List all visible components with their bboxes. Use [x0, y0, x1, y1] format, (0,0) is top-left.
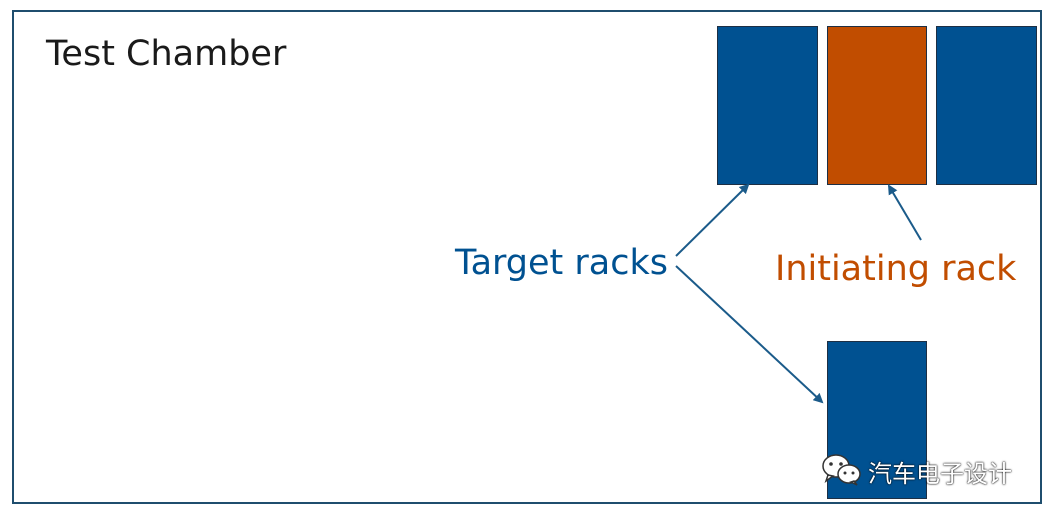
wechat-icon [820, 452, 862, 490]
target-rack-top-left [717, 26, 818, 185]
target-racks-label: Target racks [455, 243, 668, 283]
watermark: 汽车电子设计 [820, 452, 1012, 490]
initiating-rack [827, 26, 927, 185]
initiating-rack-label: Initiating rack [775, 249, 1017, 289]
chamber-title: Test Chamber [46, 34, 287, 74]
target-rack-top-right [936, 26, 1037, 185]
watermark-text: 汽车电子设计 [868, 459, 1012, 488]
